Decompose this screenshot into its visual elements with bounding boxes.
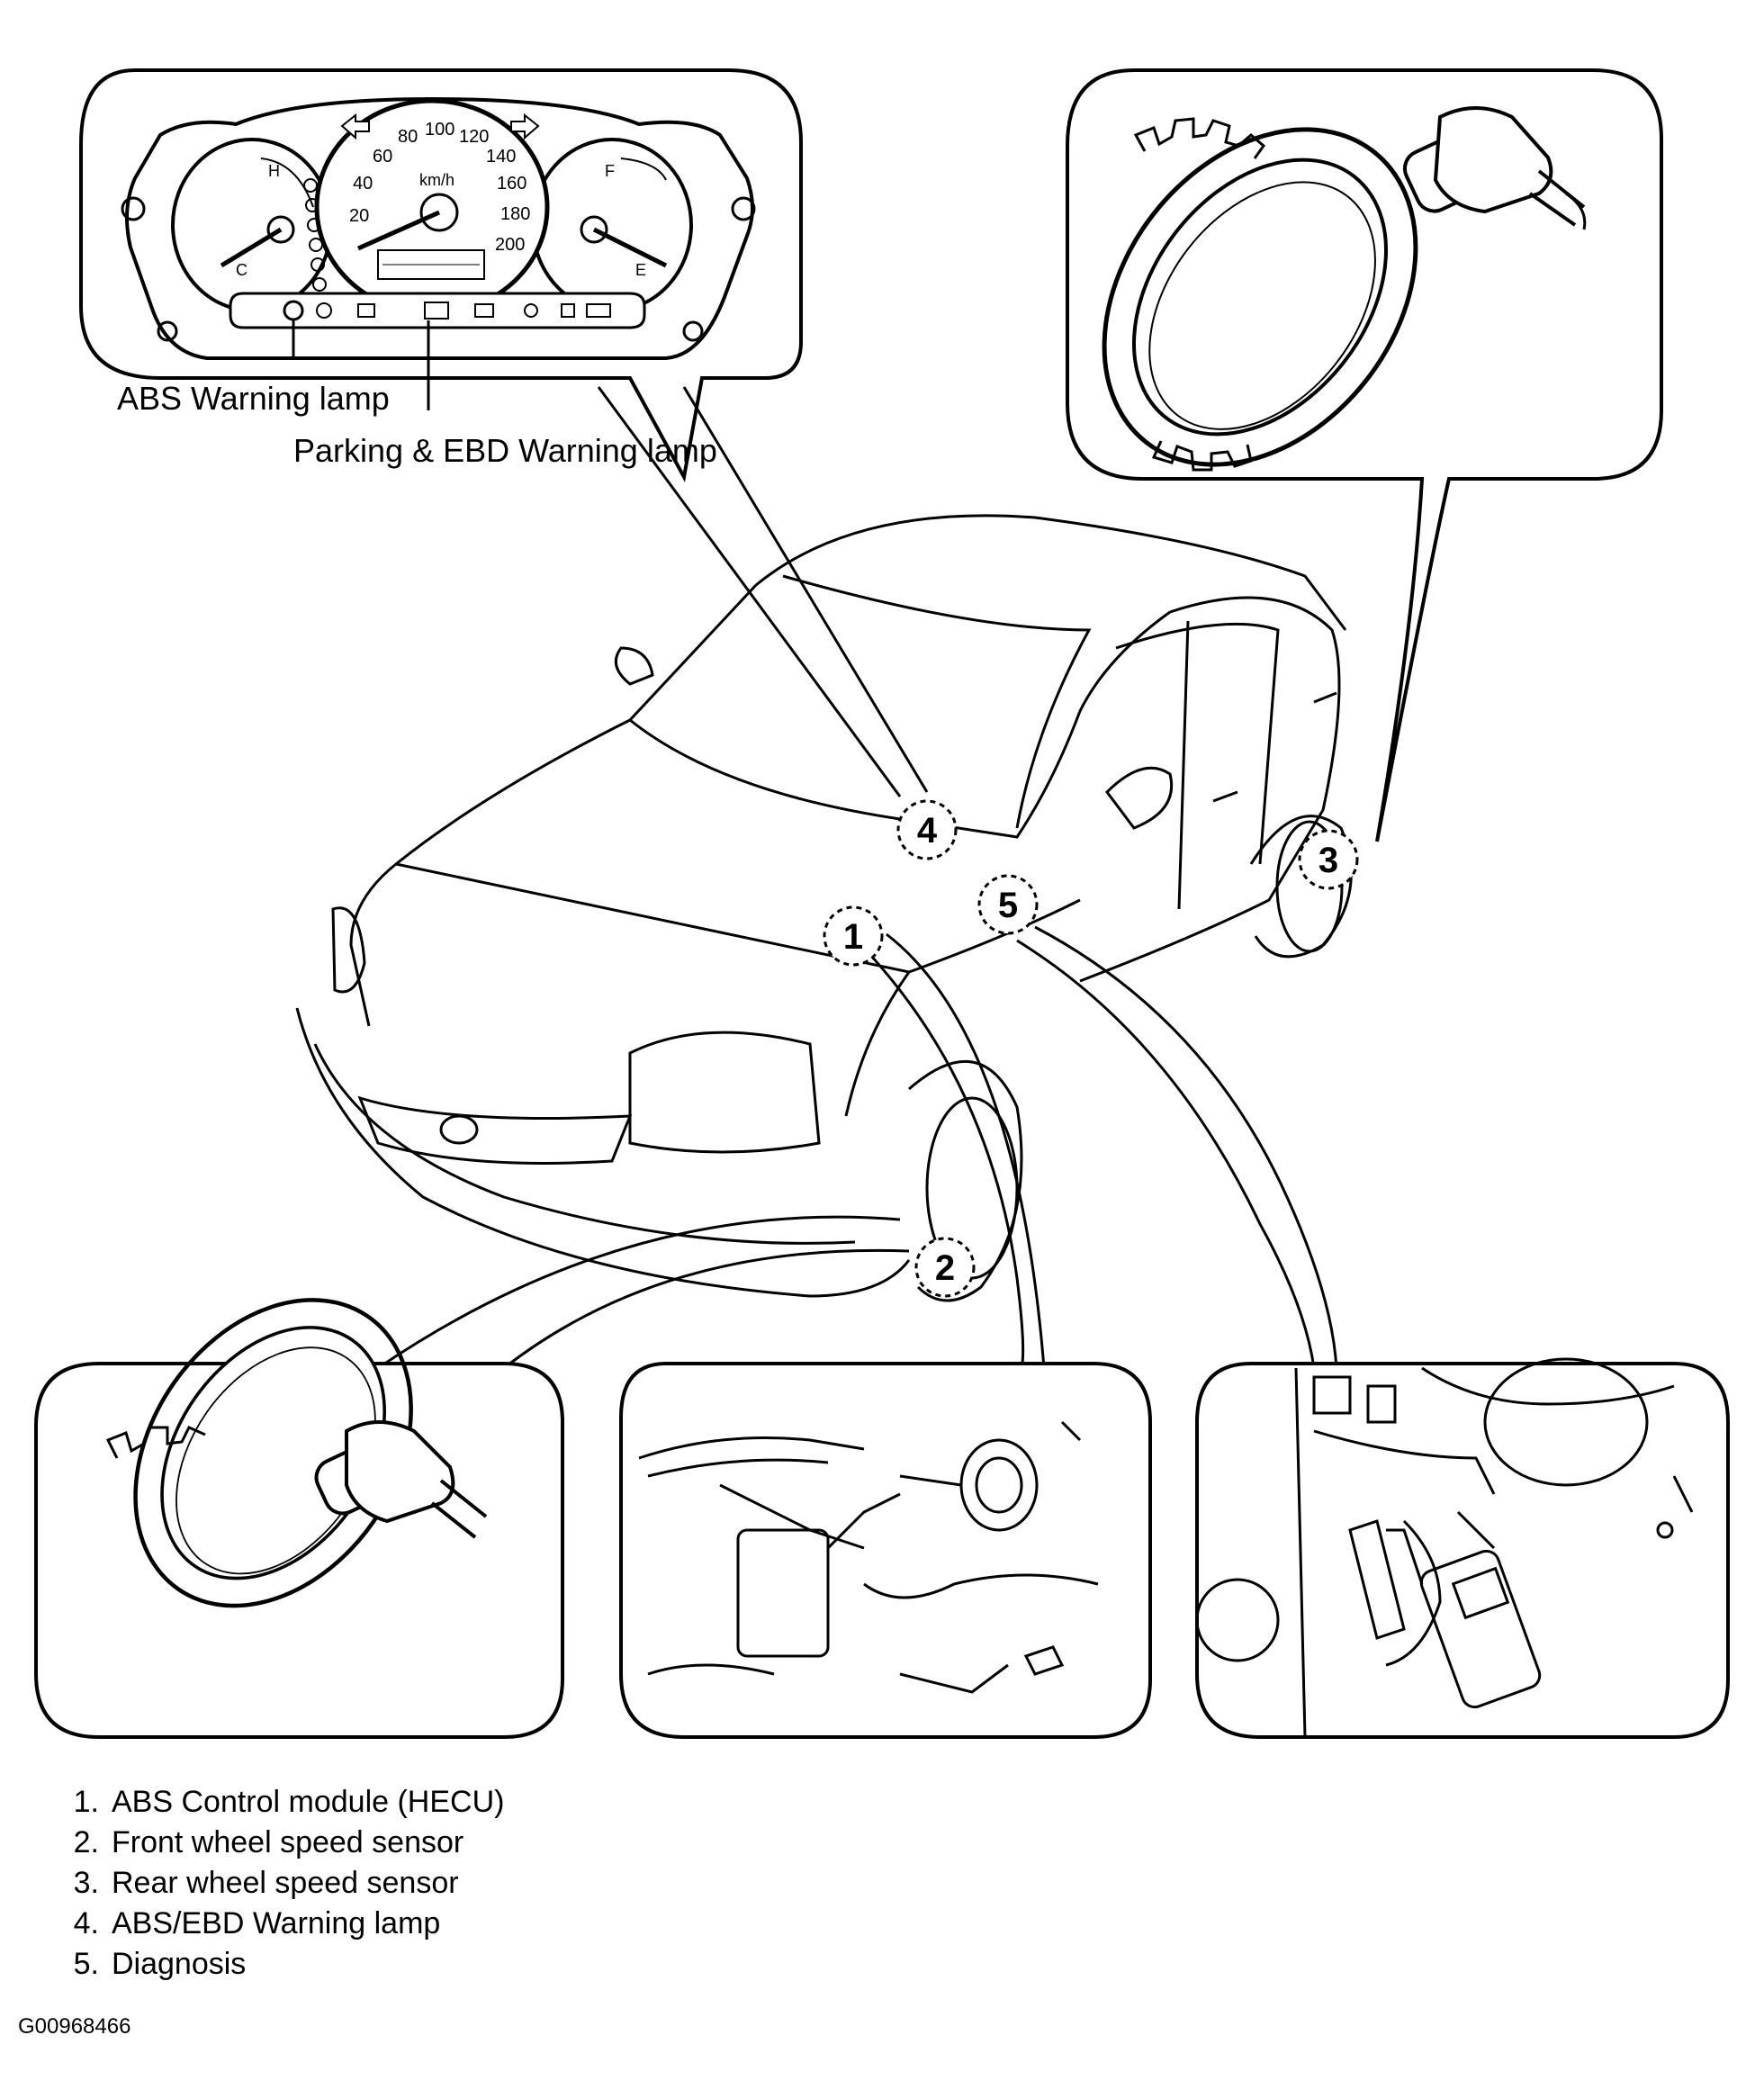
badge-3-label: 3 — [1318, 841, 1338, 880]
speed-unit: km/h — [419, 171, 454, 189]
badge-1: 1 — [823, 905, 884, 967]
speed-200: 200 — [495, 235, 525, 255]
legend-text: ABS/EBD Warning lamp — [112, 1906, 441, 1940]
legend-num: 4. — [73, 1906, 99, 1940]
figure-code: G00968466 — [18, 2014, 131, 2039]
front-sensor-panel — [34, 1247, 564, 1739]
badge-5: 5 — [977, 874, 1039, 935]
cluster-panel: 20 40 60 80 100 120 140 160 180 200 km/h… — [79, 68, 803, 482]
legend-text: Rear wheel speed sensor — [112, 1866, 459, 1900]
speed-60: 60 — [373, 147, 392, 167]
badge-1-label: 1 — [843, 917, 863, 957]
legend-item-1: 1. ABS Control module (HECU) — [49, 1782, 505, 1823]
legend-num: 1. — [73, 1785, 99, 1819]
legend-num: 2. — [73, 1825, 99, 1859]
vehicle-illustration — [295, 514, 1353, 1302]
rear-sensor-panel — [1040, 68, 1663, 842]
legend-item-5: 5. Diagnosis — [49, 1944, 504, 1985]
temp-cold-mark: C — [236, 261, 248, 279]
speed-120: 120 — [459, 127, 489, 147]
hecu-panel — [619, 1362, 1152, 1739]
speed-180: 180 — [500, 204, 530, 224]
badge-4-label: 4 — [917, 811, 938, 851]
speed-140: 140 — [486, 147, 516, 167]
parking-ebd-lamp-label: Parking & EBD Warning lamp — [293, 432, 717, 469]
badge-2: 2 — [914, 1237, 976, 1298]
legend-text: ABS Control module (HECU) — [112, 1785, 505, 1819]
speed-100: 100 — [425, 120, 454, 140]
legend-item-4: 4. ABS/EBD Warning lamp — [49, 1904, 504, 1944]
legend-text: Front wheel speed sensor — [112, 1825, 464, 1859]
badge-5-label: 5 — [998, 886, 1018, 925]
abs-warning-lamp-label: ABS Warning lamp — [117, 380, 390, 417]
legend-item-2: 2. Front wheel speed sensor — [49, 1823, 504, 1863]
speed-80: 80 — [398, 127, 418, 147]
legend-item-3: 3. Rear wheel speed sensor — [49, 1863, 504, 1904]
diagnosis-panel — [1195, 1357, 1730, 1739]
rear-sensor-icon — [1402, 106, 1587, 230]
scan-tool-icon — [1419, 1549, 1542, 1709]
legend-num: 5. — [73, 1947, 99, 1981]
speed-20: 20 — [349, 206, 369, 226]
legend-num: 3. — [73, 1866, 99, 1900]
speed-40: 40 — [353, 174, 373, 194]
front-sensor-icon — [314, 1420, 488, 1539]
fuel-full-mark: F — [605, 162, 615, 180]
component-legend: 1. ABS Control module (HECU) 2. Front whee… — [49, 1782, 505, 1985]
legend-text: Diagnosis — [112, 1947, 247, 1981]
badge-4: 4 — [896, 799, 958, 860]
fuel-empty-mark: E — [635, 261, 646, 279]
badge-2-label: 2 — [935, 1248, 955, 1288]
callout-leaders — [377, 386, 1338, 1370]
temp-hot-mark: H — [268, 162, 280, 180]
speed-160: 160 — [497, 174, 526, 194]
badge-3: 3 — [1298, 829, 1359, 890]
